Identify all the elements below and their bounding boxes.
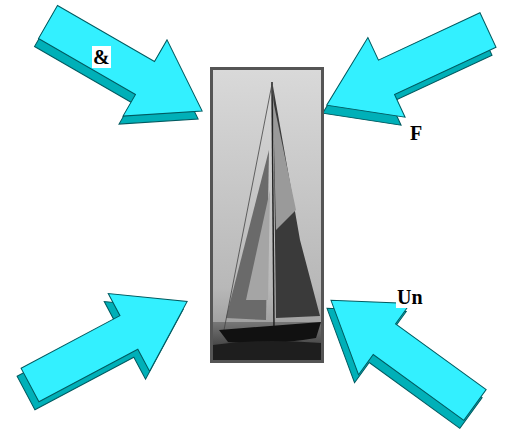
label-text: F bbox=[409, 122, 423, 144]
label-text: & bbox=[92, 46, 111, 68]
arrow-top-left bbox=[22, 0, 224, 157]
arrow-bottom-left bbox=[5, 263, 207, 432]
arrow-top-right bbox=[304, 0, 507, 153]
arrow-bottom-right bbox=[301, 265, 501, 432]
sailboat-photo bbox=[210, 67, 324, 363]
label-text: Un bbox=[396, 286, 424, 308]
